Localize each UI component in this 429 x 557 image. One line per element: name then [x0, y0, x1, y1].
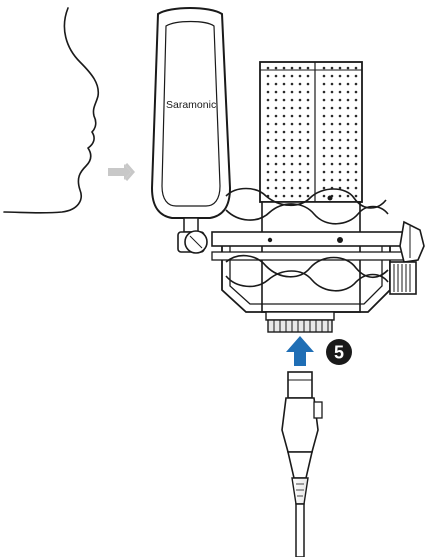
pop-filter: Saramonic — [150, 7, 232, 254]
cable — [295, 503, 305, 557]
step-badge: 5 — [326, 339, 352, 365]
xlr-connector — [281, 371, 323, 505]
arrow-up-icon — [286, 336, 314, 366]
face-profile — [3, 7, 100, 214]
microphone-body — [259, 61, 363, 313]
numbered-circle-icon — [326, 339, 352, 365]
brand-label: Saramonic — [166, 99, 216, 111]
double-chevron-right-icon — [108, 163, 135, 181]
step-number: 5 — [334, 343, 344, 363]
mount-thread-knob — [389, 261, 417, 295]
locking-ring — [265, 311, 335, 333]
